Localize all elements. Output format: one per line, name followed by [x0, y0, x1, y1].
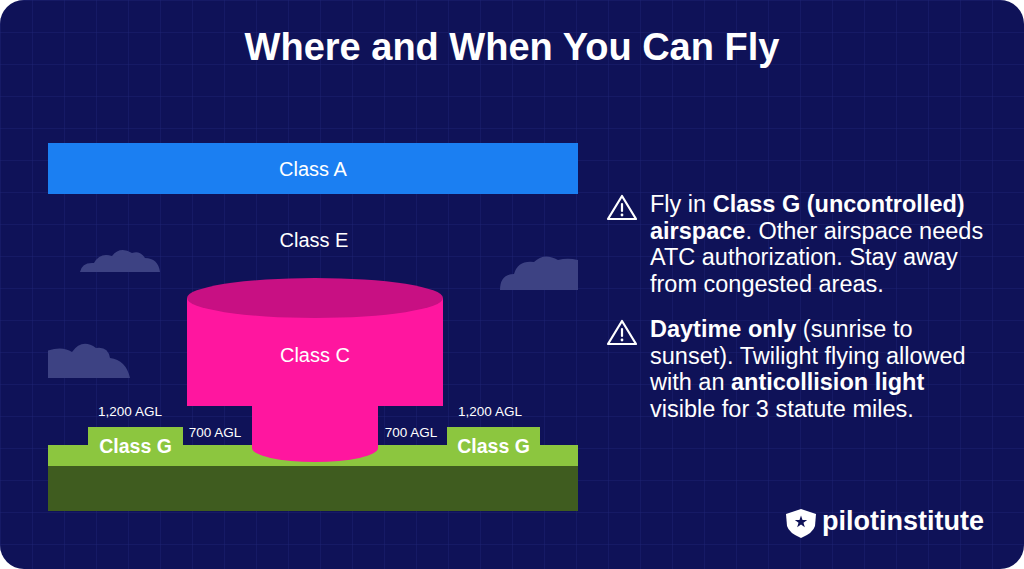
emphasis-text: Daytime only [650, 316, 796, 342]
airspace-class-label: Class E [244, 227, 384, 253]
altitude-label: 1,200 AGL [440, 403, 540, 421]
airspace-name: Class C [186, 342, 444, 368]
class-g-block: Class G [88, 427, 183, 466]
warning-icon [608, 196, 636, 219]
class-g-block: Class G [447, 427, 540, 466]
emphasis-text: anticollision light [731, 369, 924, 395]
note-text: visible for 3 statute miles. [650, 396, 914, 422]
node-text-box: Class G [88, 427, 183, 466]
class-a-band: Class A [48, 143, 578, 194]
airspace-name: Class G [99, 434, 172, 459]
logo-shield [786, 509, 816, 538]
warning-icon [621, 339, 624, 342]
brand-wordmark: pilotinstitute [822, 504, 984, 539]
cylinder-top [187, 278, 443, 318]
airspace-name: Class G [457, 434, 530, 459]
warning-icon [621, 329, 623, 336]
ground-soil [48, 466, 578, 511]
altitude-label: 1,200 AGL [80, 403, 180, 421]
rule-note: Fly inClass G (uncontrolled) airspace. O… [650, 191, 990, 298]
page-title: Where and When You Can Fly [0, 24, 1024, 70]
node-text-box: Class A [48, 143, 578, 194]
airspace-name: Class A [279, 156, 347, 182]
warning-icon [621, 214, 624, 217]
logo-star [795, 516, 807, 528]
warning-icon [608, 321, 636, 344]
altitude-label: 700 AGL [170, 424, 260, 442]
rule-note: Daytime only(sunrise to sunset). Twiligh… [650, 316, 990, 423]
warning-icon [621, 204, 623, 211]
node-text-box: Class C [186, 342, 444, 368]
cylinder-stem [252, 404, 378, 462]
cloud [80, 250, 160, 272]
node-text-box: Class G [447, 427, 540, 466]
altitude-label: 700 AGL [366, 424, 456, 442]
note-text: Fly in [650, 191, 706, 217]
cloud [48, 344, 130, 378]
cloud [500, 256, 578, 290]
